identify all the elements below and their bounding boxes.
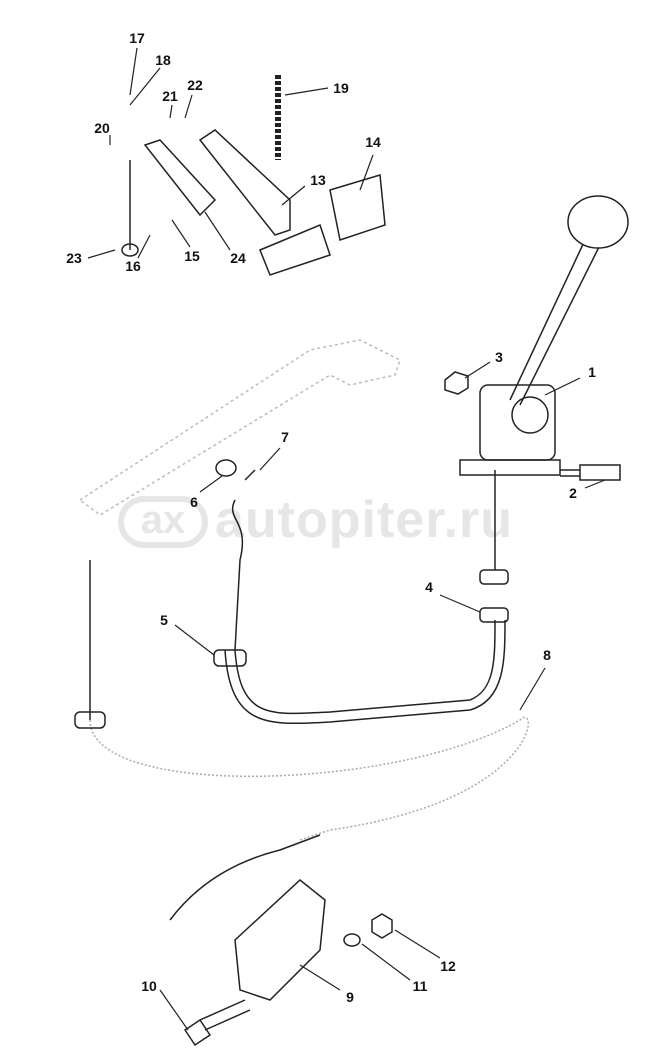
callout-16: 16 (125, 258, 141, 274)
callout-14: 14 (365, 134, 381, 150)
grommet-5 (213, 649, 247, 667)
nut-3 (444, 371, 469, 395)
callout-18: 18 (155, 52, 171, 68)
callout-11: 11 (412, 978, 428, 994)
watermark-logo: ax (118, 496, 208, 548)
callout-19: 19 (333, 80, 349, 96)
callout-13: 13 (310, 172, 326, 188)
watermark-text: autopiter.ru (215, 491, 514, 549)
callout-10: 10 (141, 978, 157, 994)
lever-knob (567, 195, 629, 249)
callout-12: 12 (440, 958, 456, 974)
grommet-4b (479, 607, 509, 623)
lever-base (459, 459, 561, 476)
callout-22: 22 (187, 77, 203, 93)
callout-17: 17 (129, 30, 145, 46)
bolt-10-head (183, 1018, 212, 1047)
leader-lines (87, 47, 606, 1031)
callout-21: 21 (162, 88, 178, 104)
frame-outline (78, 339, 401, 516)
cable-end-lower (169, 834, 321, 921)
cable-shift (234, 619, 496, 715)
callout-1: 1 (588, 364, 596, 380)
callout-15: 15 (184, 248, 200, 264)
pedal-rubber-14 (329, 174, 386, 241)
callout-5: 5 (160, 612, 168, 628)
bolt-10 (199, 999, 251, 1031)
callout-3: 3 (495, 349, 503, 365)
callout-6: 6 (190, 494, 198, 510)
bracket-9 (234, 879, 326, 1001)
callout-20: 20 (94, 120, 110, 136)
nut-12 (371, 913, 393, 939)
callout-2: 2 (569, 485, 577, 501)
callout-23: 23 (66, 250, 82, 266)
bushing-23 (121, 243, 139, 257)
bolt-2 (560, 464, 621, 481)
callout-8: 8 (543, 647, 551, 663)
cable-8 (89, 716, 529, 841)
grommet-4 (479, 569, 509, 585)
lever-24 (143, 139, 217, 217)
callout-9: 9 (346, 989, 354, 1005)
cable-shift-2 (224, 619, 506, 725)
lever-arm (509, 239, 601, 406)
pedal-13 (198, 129, 291, 236)
callout-7: 7 (281, 429, 289, 445)
pedal-pad (259, 223, 331, 276)
callout-4: 4 (425, 579, 433, 595)
washer-6 (215, 459, 237, 477)
washer-11 (343, 933, 361, 947)
lever-bracket (479, 384, 556, 461)
cable-end-7 (231, 469, 256, 651)
grommet-left (74, 711, 106, 729)
callout-24: 24 (230, 250, 246, 266)
lever-pivot (511, 396, 549, 434)
